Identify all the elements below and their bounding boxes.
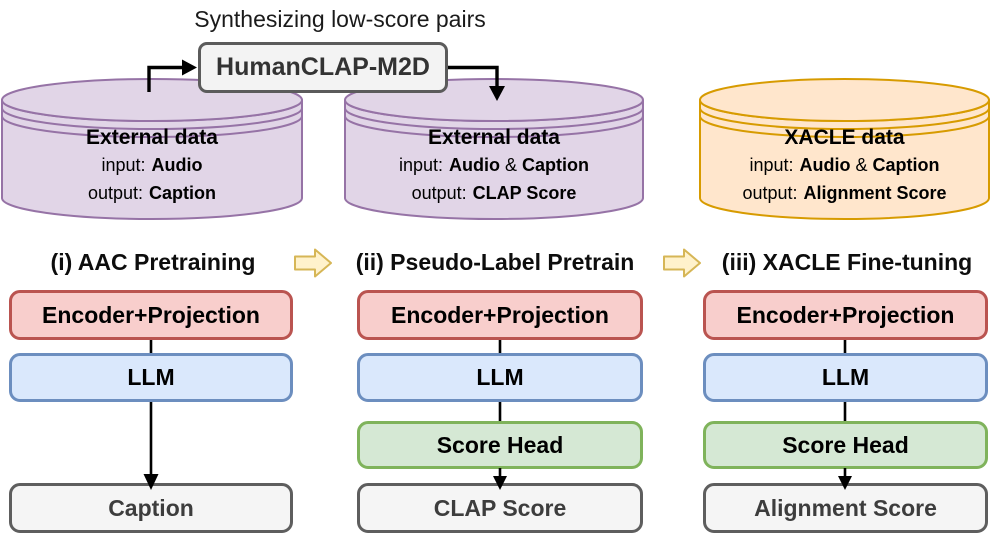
cylinder-xacle-data <box>699 78 990 220</box>
stage3-score-head-box: Score Head <box>703 421 988 469</box>
humanclap-model-box: HumanCLAP-M2D <box>198 42 448 93</box>
cylinder-2-output-line: output:CLAP Score <box>411 183 577 203</box>
cylinder-3-text: XACLE data input:Audio&Caption output:Al… <box>700 124 989 207</box>
cylinder-1-text: External data input:Audio output:Caption <box>2 124 302 207</box>
cylinder-1-title: External data <box>86 126 218 149</box>
stage2-output-clap-score-box: CLAP Score <box>357 483 643 533</box>
stage2-encoder-projection-box: Encoder+Projection <box>357 290 643 340</box>
stage3-output-alignment-score-box: Alignment Score <box>703 483 988 533</box>
stage-title-aac-pretraining: (i) AAC Pretraining <box>50 249 256 275</box>
stage-title-pseudo-label-pretrain: (ii) Pseudo-Label Pretrain <box>355 249 635 275</box>
stage1-output-caption-box: Caption <box>9 483 293 533</box>
stage2-score-head-box: Score Head <box>357 421 643 469</box>
stage1-llm-box: LLM <box>9 353 293 402</box>
cylinder-2-input-line: input:Audio&Caption <box>398 155 590 175</box>
cylinder-2-text: External data input:Audio&Caption output… <box>345 124 643 207</box>
stage1-encoder-projection-box: Encoder+Projection <box>9 290 293 340</box>
cylinder-3-title: XACLE data <box>784 126 905 149</box>
synthesizing-annotation: Synthesizing low-score pairs <box>194 6 486 32</box>
stage3-llm-box: LLM <box>703 353 988 402</box>
stage3-encoder-projection-box: Encoder+Projection <box>703 290 988 340</box>
stage-title-xacle-finetuning: (iii) XACLE Fine-tuning <box>721 249 973 275</box>
cylinder-3-output-line: output:Alignment Score <box>742 183 947 203</box>
cylinder-1-input-line: input:Audio <box>101 155 203 175</box>
cylinder-2-title: External data <box>428 126 560 149</box>
humanclap-model-label: HumanCLAP-M2D <box>216 53 430 81</box>
stage2-llm-box: LLM <box>357 353 643 402</box>
cylinder-1-output-line: output:Caption <box>87 183 217 203</box>
cylinder-3-input-line: input:Audio&Caption <box>749 155 940 175</box>
